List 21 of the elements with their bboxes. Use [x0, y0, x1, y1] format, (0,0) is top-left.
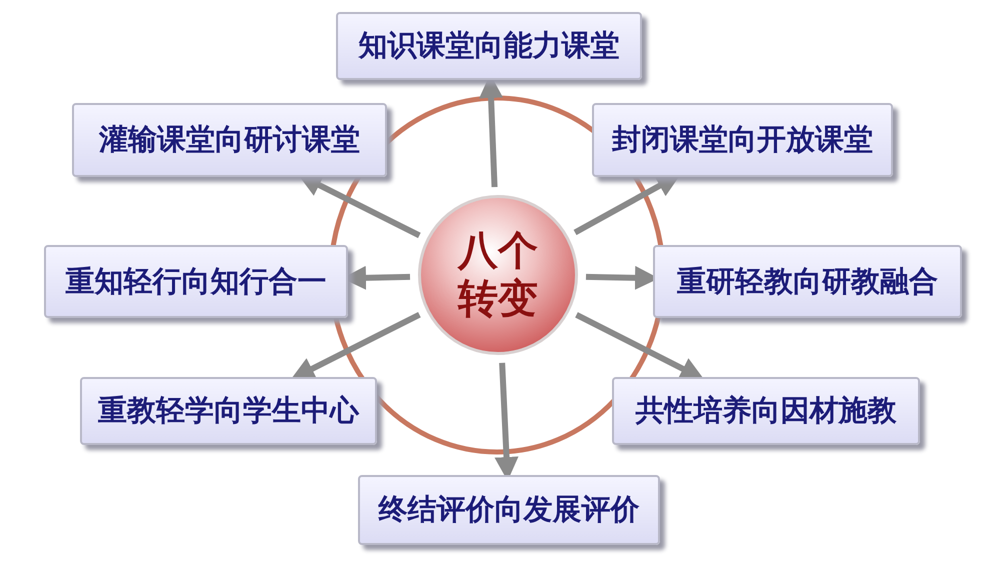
box-label: 灌输课堂向研讨课堂	[99, 121, 360, 158]
arrow	[298, 174, 421, 238]
text-box	[44, 245, 348, 318]
arrow	[290, 312, 421, 380]
box-label: 终结评价向发展评价	[378, 491, 640, 528]
box-label: 共性培养向因材施教	[636, 392, 896, 429]
box-label: 封闭课堂向开放课堂	[612, 121, 873, 158]
text-box	[612, 377, 920, 445]
center-label: 八个转变	[456, 227, 539, 323]
box-label: 知识课堂向能力课堂	[358, 27, 620, 64]
text-box	[72, 103, 387, 177]
text-box	[653, 245, 962, 318]
box-label: 重教轻学向学生中心	[98, 392, 359, 429]
arrow	[574, 174, 681, 236]
text-box	[358, 475, 660, 545]
box-label: 重知轻行向知行合一	[66, 262, 326, 300]
text-box	[592, 103, 893, 177]
box-label: 重研轻教向研教融合	[677, 262, 938, 300]
arrow	[575, 312, 704, 380]
text-box	[80, 377, 377, 445]
text-box	[336, 12, 642, 80]
